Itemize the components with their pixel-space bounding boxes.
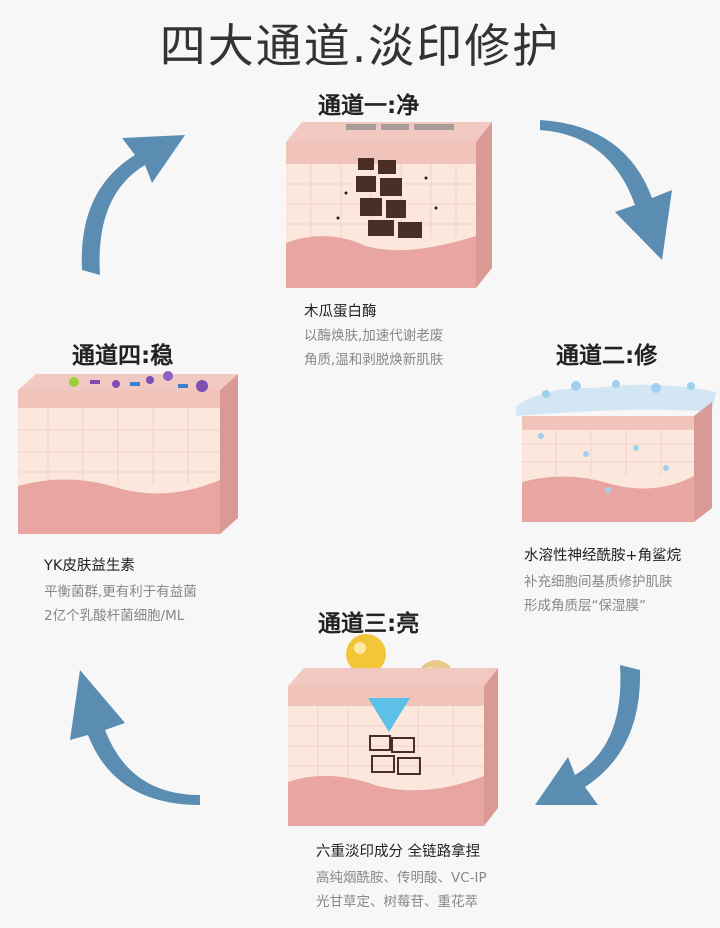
- channel-1-ingredient: 木瓜蛋白酶: [304, 304, 377, 320]
- channel-2-ingredient: 水溶性神经酰胺+角鲨烷: [524, 548, 682, 564]
- channel-2-desc-line: 补充细胞间基质修护肌肤: [524, 574, 673, 590]
- channel-4-desc-line: 平衡菌群,更有利于有益菌: [44, 584, 197, 600]
- skin-illustration-clean: [286, 122, 492, 288]
- channel-3-desc-line: 光甘草定、树莓苷、重花萃: [316, 894, 478, 910]
- arrow-bottom-right-icon: [535, 665, 641, 805]
- channel-2-title: 通道二:修: [556, 343, 658, 369]
- channel-4-ingredient: YK皮肤益生素: [44, 558, 135, 574]
- channel-4-desc-line: 2亿个乳酸杆菌细胞/ML: [44, 608, 185, 624]
- channel-1-desc-line: 以酶焕肤,加速代谢老废: [304, 328, 444, 344]
- channel-2-description: 补充细胞间基质修护肌肤 形成角质层“保湿膜”: [524, 570, 673, 618]
- channel-4-description: 平衡菌群,更有利于有益菌 2亿个乳酸杆菌细胞/ML: [44, 580, 197, 628]
- arrow-top-left-icon: [81, 135, 185, 275]
- channel-2-desc-line: 形成角质层“保湿膜”: [524, 598, 646, 614]
- channel-3-description: 高纯烟酰胺、传明酸、VC-IP 光甘草定、树莓苷、重花萃: [316, 866, 487, 914]
- channel-1-description: 以酶焕肤,加速代谢老废 角质,温和剥脱焕新肌肤: [304, 324, 443, 372]
- arrow-bottom-left-icon: [70, 670, 200, 805]
- page-title: 四大通道.淡印修护: [159, 19, 561, 73]
- channel-3-desc-line: 高纯烟酰胺、传明酸、VC-IP: [316, 870, 487, 886]
- channel-3-ingredient: 六重淡印成分 全链路拿捏: [316, 844, 481, 860]
- skin-illustration-repair: [516, 380, 716, 522]
- channel-1-title: 通道一:净: [318, 93, 420, 119]
- channel-1-desc-line: 角质,温和剥脱焕新肌肤: [304, 352, 444, 368]
- skin-illustration-brighten: [288, 634, 498, 826]
- arrow-top-right-icon: [540, 120, 672, 260]
- skin-illustration-stabilize: [18, 371, 238, 534]
- channel-4-title: 通道四:稳: [72, 343, 174, 369]
- channel-3-title: 通道三:亮: [318, 611, 420, 637]
